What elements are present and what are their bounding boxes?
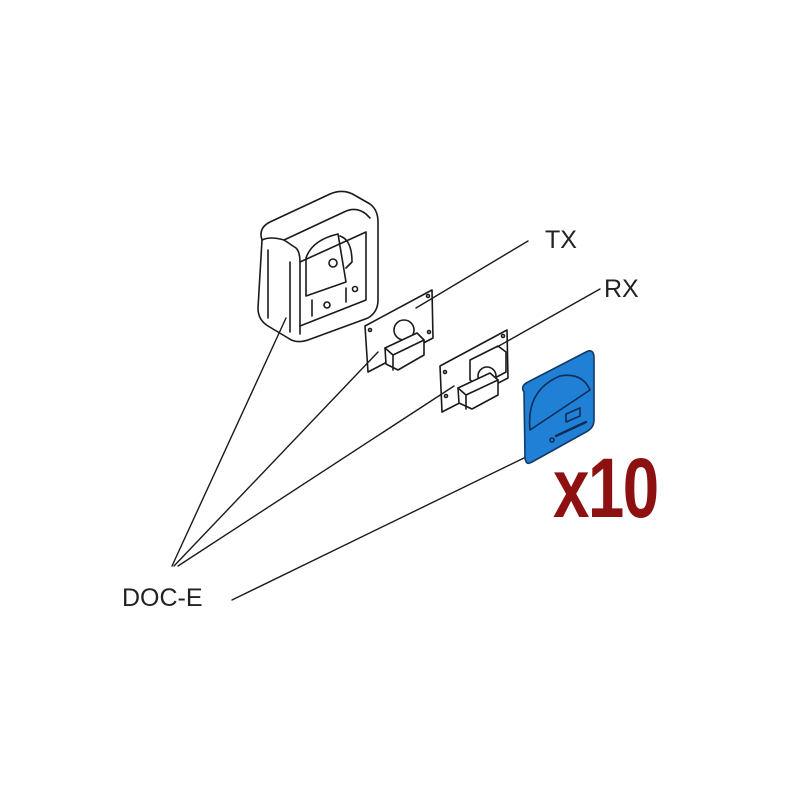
quantity-label: x10 (553, 441, 659, 535)
rx-board-part (439, 329, 509, 413)
part-code-label: DOC-E (122, 584, 203, 612)
cover-plate-part (521, 350, 595, 465)
leader-lines (171, 240, 601, 601)
housing-part (257, 190, 379, 343)
rx-label: RX (604, 275, 639, 303)
tx-label: TX (545, 226, 577, 254)
tx-board-part (364, 289, 434, 373)
